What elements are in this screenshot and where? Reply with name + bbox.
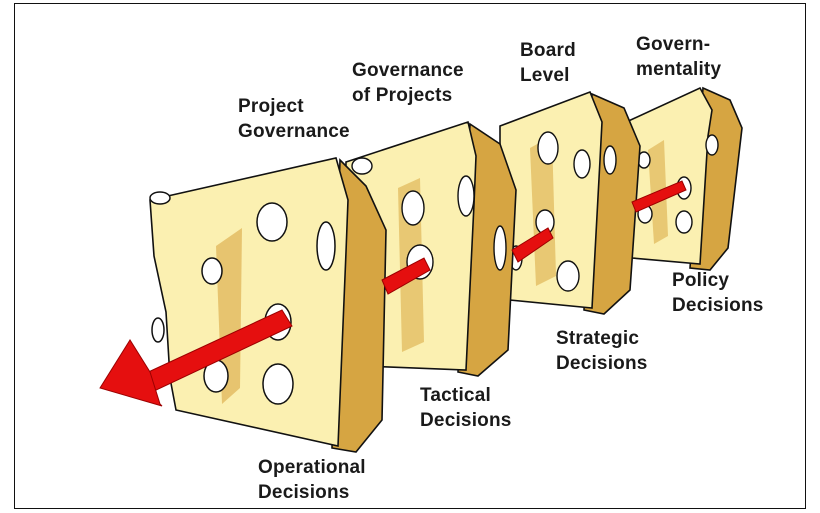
label-governmentality: Govern- mentality (636, 32, 721, 82)
label-line: Board (520, 40, 576, 61)
slice-3-hole (603, 145, 617, 175)
label-tactical-decisions: Tactical Decisions (420, 383, 512, 433)
arrow-shaft-segment (631, 180, 687, 213)
slice-2-hole (351, 157, 373, 175)
label-line: Project (238, 96, 304, 117)
label-line: Policy (672, 270, 730, 291)
label-operational-decisions: Operational Decisions (258, 455, 366, 505)
cheese-slice-board-level (499, 90, 641, 315)
slice-1-hole (316, 221, 336, 271)
label-line: Strategic (556, 328, 640, 349)
arrow-shaft-segment (381, 257, 431, 295)
slice-3-hole (537, 131, 559, 165)
slice-3-hole (573, 149, 591, 179)
slice-1-hole (149, 191, 171, 205)
slice-2-hole (401, 190, 425, 226)
slice-2-hole (493, 225, 507, 271)
slice-1-hole (201, 257, 223, 285)
label-policy-decisions: Policy Decisions (672, 268, 764, 318)
risk-arrow (99, 180, 687, 407)
slice-1-face (149, 157, 349, 447)
label-line: of Projects (352, 85, 453, 106)
label-line: Level (520, 65, 570, 86)
label-project-governance: Project Governance (238, 94, 350, 144)
label-line: Decisions (672, 295, 764, 316)
cheese-slice-governance-of-projects (343, 120, 517, 377)
label-line: Decisions (258, 482, 350, 503)
label-line: Decisions (420, 410, 512, 431)
slice-1-hole (151, 317, 165, 343)
label-line: Tactical (420, 385, 491, 406)
slice-3-hole (556, 260, 580, 292)
label-line: Operational (258, 457, 366, 478)
label-strategic-decisions: Strategic Decisions (556, 326, 648, 376)
label-board-level: Board Level (520, 38, 576, 88)
arrow-head (99, 339, 163, 407)
slice-4-hole (675, 210, 693, 234)
slice-1-hole (262, 363, 294, 405)
cheese-slice-governmentality (621, 86, 743, 271)
label-line: mentality (636, 59, 722, 80)
label-line: Governance (352, 60, 464, 81)
cheese-slice-project-governance (149, 157, 387, 453)
label-line: Governance (238, 121, 350, 142)
label-line: Decisions (556, 353, 648, 374)
label-line: Govern- (636, 34, 711, 55)
label-governance-of-projects: Governance of Projects (352, 58, 464, 108)
slice-1-hole (256, 202, 288, 242)
slice-4-hole (705, 134, 719, 156)
arrow-shaft-segment (511, 227, 554, 263)
slice-2-hole (457, 175, 475, 217)
